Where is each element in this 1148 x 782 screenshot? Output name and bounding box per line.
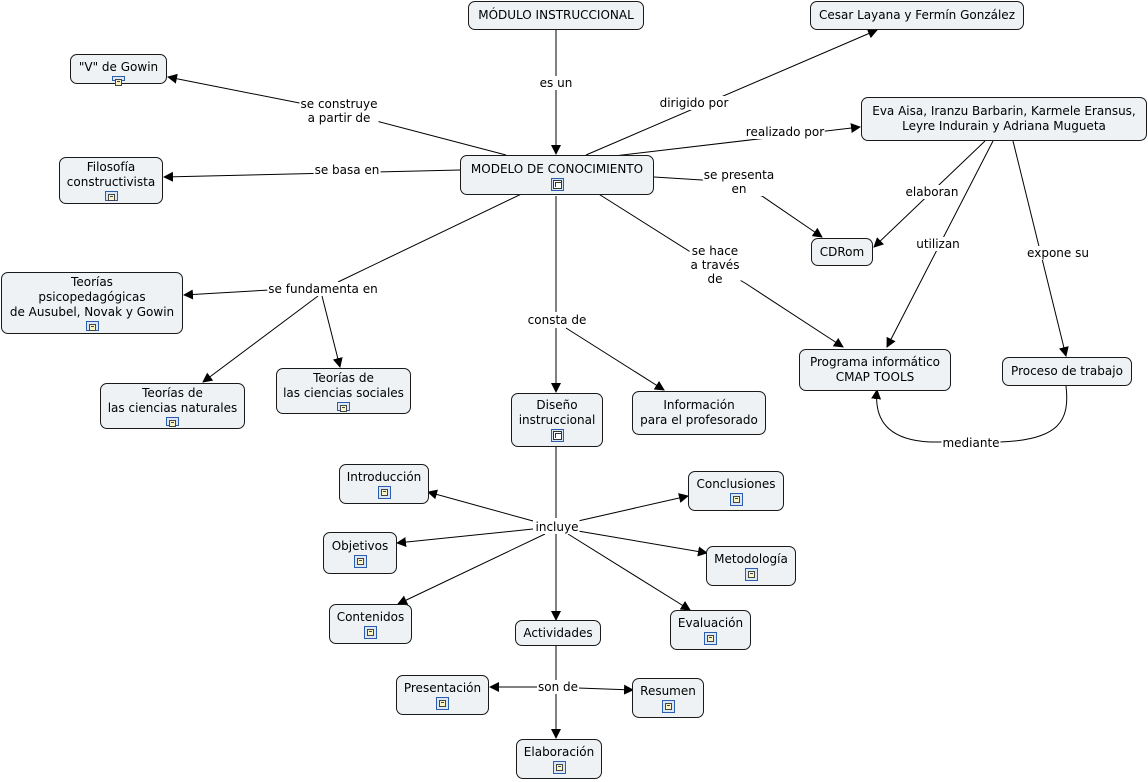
concept-conclusiones[interactable]: Conclusiones	[688, 471, 784, 511]
link-fund-psico	[183, 289, 271, 300]
link-mediante	[871, 385, 1068, 443]
concept-proceso[interactable]: Proceso de trabajo	[1002, 357, 1132, 386]
link-inc-concl	[577, 493, 689, 522]
concept-presentacion[interactable]: Presentación	[396, 675, 489, 715]
concept-actividades[interactable]: Actividades	[515, 620, 601, 646]
link-inc-intro	[427, 489, 534, 522]
link-label-utilizan: utilizan	[915, 237, 961, 251]
submap-icon[interactable]	[550, 178, 564, 191]
concept-label: Metodología	[714, 551, 788, 566]
concept-label: Información para el profesorado	[640, 398, 758, 427]
link-inc-cont	[397, 533, 546, 605]
concept-label: Elaboración	[523, 744, 595, 759]
link-label-dirigido-por: dirigido por	[658, 96, 730, 110]
concept-label: Introducción	[346, 469, 422, 484]
concept-cdrom[interactable]: CDRom	[811, 238, 873, 266]
link-label-elaboran: elaboran	[904, 185, 960, 199]
concept-teorias-nat[interactable]: Teorías de las ciencias naturales	[100, 383, 245, 429]
concept-label: Teorías psicopedagógicas de Ausubel, Nov…	[9, 275, 175, 319]
concept-label: Objetivos	[331, 538, 389, 553]
link-inc-met	[577, 530, 708, 557]
link-label-incluye: incluye	[534, 520, 580, 534]
link-consta-info	[565, 327, 665, 391]
link-label-se-basa-en: se basa en	[313, 163, 381, 177]
concept-contenidos[interactable]: Contenidos	[329, 604, 412, 644]
document-resource-icon[interactable]	[729, 492, 743, 506]
concept-label: Eva Aisa, Iranzu Barbarin, Karmele Erans…	[872, 104, 1136, 133]
concept-introduccion[interactable]: Introducción	[339, 464, 429, 504]
concept-label: Diseño instruccional	[518, 398, 596, 427]
concept-modelo[interactable]: MODELO DE CONOCIMIENTO	[460, 155, 654, 195]
submap-icon[interactable]	[550, 429, 564, 442]
concept-objetivos[interactable]: Objetivos	[323, 532, 397, 574]
concept-teorias-psico[interactable]: Teorías psicopedagógicas de Ausubel, Nov…	[1, 272, 183, 334]
concept-evaluacion[interactable]: Evaluación	[670, 610, 751, 650]
concept-label: Proceso de trabajo	[1011, 364, 1123, 378]
concept-label: Filosofía constructivista	[66, 160, 156, 189]
link-label-mediante: mediante	[941, 436, 1001, 450]
concept-autores[interactable]: Cesar Layana y Fermín González	[810, 1, 1024, 30]
concept-label: Teorías de las ciencias naturales	[107, 386, 238, 415]
concept-resumen[interactable]: Resumen	[632, 678, 704, 718]
concept-label: Programa informático CMAP TOOLS	[809, 355, 941, 384]
concept-label: Cesar Layana y Fermín González	[818, 8, 1015, 22]
concept-diseno[interactable]: Diseño instruccional	[511, 393, 603, 447]
link-label-consta-de: consta de	[526, 313, 588, 327]
concept-label: Actividades	[523, 625, 593, 640]
concept-label: Contenidos	[336, 609, 405, 624]
document-resource-icon[interactable]	[661, 699, 675, 713]
concept-modulo[interactable]: MÓDULO INSTRUCCIONAL	[468, 1, 644, 30]
document-resource-icon[interactable]	[436, 696, 449, 710]
concept-label: Evaluación	[677, 615, 744, 630]
document-resource-icon[interactable]	[744, 567, 758, 581]
concept-elaboracion[interactable]: Elaboración	[516, 739, 602, 779]
concept-eva[interactable]: Eva Aisa, Iranzu Barbarin, Karmele Erans…	[861, 97, 1147, 141]
document-resource-icon[interactable]	[85, 321, 99, 331]
document-resource-icon[interactable]	[112, 76, 125, 86]
link-label-se-hace: se hace a través de	[689, 244, 741, 286]
link-fund-soc	[321, 295, 343, 368]
concept-informacion[interactable]: Información para el profesorado	[632, 391, 766, 435]
document-resource-icon[interactable]	[364, 625, 377, 639]
concept-label: CDRom	[819, 244, 865, 259]
concept-metodologia[interactable]: Metodología	[706, 546, 796, 586]
concept-vgowin[interactable]: "V" de Gowin	[70, 54, 167, 86]
link-label-se-fundamenta: se fundamenta en	[267, 282, 379, 296]
concept-label: Teorías de las ciencias sociales	[283, 371, 404, 400]
concept-label: Presentación	[403, 680, 482, 695]
concept-label: Resumen	[640, 683, 696, 698]
link-son-res	[577, 684, 634, 695]
link-label-son-de: son de	[536, 680, 580, 694]
link-inc-eval	[567, 533, 691, 611]
link-fund-nat	[202, 295, 319, 383]
link-inc-obj	[396, 528, 534, 548]
document-resource-icon[interactable]	[552, 760, 566, 774]
concept-label: Conclusiones	[696, 476, 776, 491]
link-label-realizado-por: realizado por	[744, 125, 826, 139]
document-resource-icon[interactable]	[353, 554, 367, 568]
document-resource-icon[interactable]	[166, 417, 179, 427]
link-label-se-construye: se construye a partir de	[299, 97, 379, 125]
link-label-se-presenta: se presenta en	[702, 168, 776, 196]
concept-label: MÓDULO INSTRUCCIONAL	[478, 8, 634, 22]
concept-label: MODELO DE CONOCIMIENTO	[470, 162, 644, 176]
document-resource-icon[interactable]	[704, 631, 717, 645]
document-resource-icon[interactable]	[337, 402, 350, 412]
concept-filosofia[interactable]: Filosofía constructivista	[59, 157, 163, 204]
concept-label: "V" de Gowin	[78, 60, 159, 74]
concept-programa[interactable]: Programa informático CMAP TOOLS	[799, 349, 951, 391]
document-resource-icon[interactable]	[104, 191, 118, 201]
link-se-basa-en	[163, 169, 461, 182]
link-label-expone-su: expone su	[1026, 246, 1090, 260]
link-label-es-un: es un	[538, 76, 574, 90]
link-dirigido-por	[585, 28, 878, 156]
concept-teorias-soc[interactable]: Teorías de las ciencias sociales	[276, 368, 411, 414]
document-resource-icon[interactable]	[377, 485, 391, 499]
